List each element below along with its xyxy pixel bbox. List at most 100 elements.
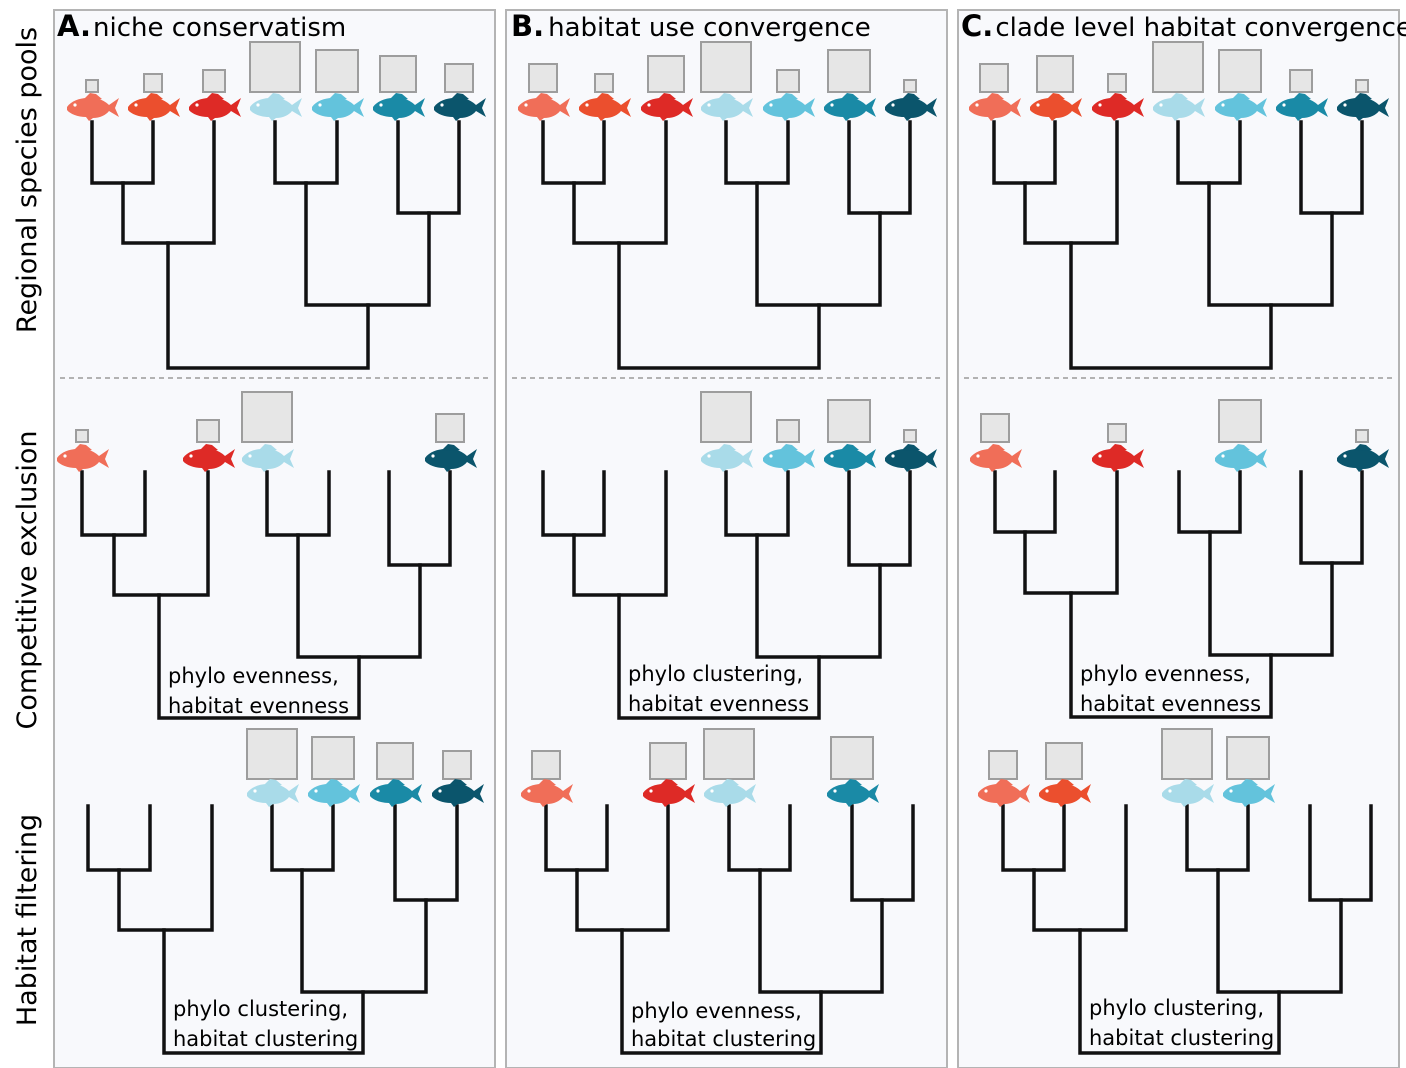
fish-icon (1215, 444, 1267, 472)
panel-c-background (957, 9, 1400, 1068)
fish-icon (189, 93, 241, 121)
phylogeny-tree (1001, 804, 1373, 1055)
habitat-breadth-square (1289, 69, 1313, 93)
annotation-line: phylo clustering, (173, 997, 348, 1021)
fish-icon (978, 779, 1030, 807)
habitat-breadth-square (980, 413, 1010, 443)
fish-icon (67, 93, 119, 121)
fish-icon (641, 93, 693, 121)
fish-icon (183, 444, 235, 472)
habitat-breadth-square (143, 73, 163, 93)
fish-icon (434, 93, 486, 121)
habitat-breadth-square (1161, 728, 1213, 780)
fish-icon (885, 444, 937, 472)
fish-icon (373, 93, 425, 121)
habitat-breadth-square (903, 429, 917, 443)
fish-icon (308, 779, 360, 807)
habitat-breadth-square (442, 750, 472, 780)
annotation-line: phylo evenness, (168, 664, 339, 688)
fish-icon (1337, 444, 1389, 472)
habitat-breadth-square (1226, 736, 1270, 780)
fish-icon (824, 93, 876, 121)
habitat-breadth-square (700, 391, 752, 443)
habitat-breadth-square (528, 63, 558, 93)
fish-icon (518, 93, 570, 121)
annotation-line: habitat clustering (631, 1027, 816, 1051)
habitat-breadth-square (315, 49, 359, 93)
panel-b-background (505, 9, 948, 1068)
habitat-breadth-square (988, 750, 1018, 780)
habitat-breadth-square (1107, 423, 1127, 443)
fish-icon (885, 93, 937, 121)
fish-icon (827, 779, 879, 807)
habitat-breadth-square (647, 55, 685, 93)
habitat-breadth-square (241, 391, 293, 443)
habitat-breadth-square (827, 399, 871, 443)
fish-icon (704, 779, 756, 807)
phylogeny-tree (992, 120, 1364, 370)
fish-icon (824, 444, 876, 472)
fish-icon (1215, 93, 1267, 121)
annotation-line: phylo evenness, (631, 999, 802, 1023)
habitat-breadth-square (444, 63, 474, 93)
phylogeny-tree (86, 804, 459, 1055)
panel-a-letter: A. (57, 9, 91, 43)
habitat-breadth-square (249, 41, 301, 93)
fish-icon (969, 93, 1021, 121)
habitat-breadth-square (1152, 41, 1204, 93)
habitat-breadth-square (1218, 49, 1262, 93)
phylogeny-tree (541, 470, 912, 720)
habitat-breadth-square (703, 728, 755, 780)
habitat-breadth-square (979, 63, 1009, 93)
fish-icon (247, 779, 299, 807)
panel-b-title-text: habitat use convergence (548, 13, 871, 43)
habitat-breadth-square (311, 736, 355, 780)
phylogeny-tree (80, 470, 452, 720)
fish-icon (701, 93, 753, 121)
fish-icon (1030, 93, 1082, 121)
fish-icon (643, 779, 695, 807)
panel-b-letter: B. (511, 9, 544, 43)
habitat-breadth-square (376, 742, 414, 780)
annotation-line: phylo clustering, (628, 662, 803, 686)
habitat-breadth-square (827, 49, 871, 93)
phylogeny-tree (993, 470, 1364, 719)
fish-icon (1162, 779, 1214, 807)
habitat-breadth-square (1045, 742, 1083, 780)
habitat-breadth-square (1355, 429, 1369, 443)
fish-icon (1092, 444, 1144, 472)
habitat-breadth-square (531, 750, 561, 780)
habitat-breadth-square (1355, 79, 1369, 93)
panel-b-title: B.habitat use convergence (511, 9, 871, 43)
fish-icon (432, 779, 484, 807)
habitat-breadth-square (830, 736, 874, 780)
annotation-line: habitat clustering (173, 1027, 358, 1051)
panel-c-title-text: clade level habitat convergence (995, 13, 1406, 43)
annotation-line: habitat evenness (1080, 692, 1261, 716)
fish-icon (521, 779, 573, 807)
fish-icon (370, 779, 422, 807)
fish-icon (701, 444, 753, 472)
fish-icon (425, 444, 477, 472)
habitat-breadth-square (649, 742, 687, 780)
row-label-habitat-filtering: Habitat filtering (12, 814, 43, 1026)
phylogeny-tree (544, 804, 915, 1055)
fish-icon (763, 444, 815, 472)
fish-icon (1223, 779, 1275, 807)
habitat-breadth-square (700, 41, 752, 93)
fish-icon (1039, 779, 1091, 807)
habitat-breadth-square (1036, 55, 1074, 93)
habitat-breadth-square (85, 79, 99, 93)
habitat-breadth-square (202, 69, 226, 93)
habitat-breadth-square (1218, 399, 1262, 443)
annotation-line: habitat evenness (628, 692, 809, 716)
fish-icon (57, 444, 109, 472)
panel-c-letter: C. (961, 9, 993, 43)
row-label-competitive-exclusion: Competitive exclusion (12, 430, 43, 729)
habitat-breadth-square (196, 419, 220, 443)
habitat-breadth-square (246, 728, 298, 780)
annotation-line: habitat evenness (168, 694, 349, 718)
phylogeny-tree (541, 120, 912, 370)
annotation-line: habitat clustering (1089, 1026, 1274, 1050)
